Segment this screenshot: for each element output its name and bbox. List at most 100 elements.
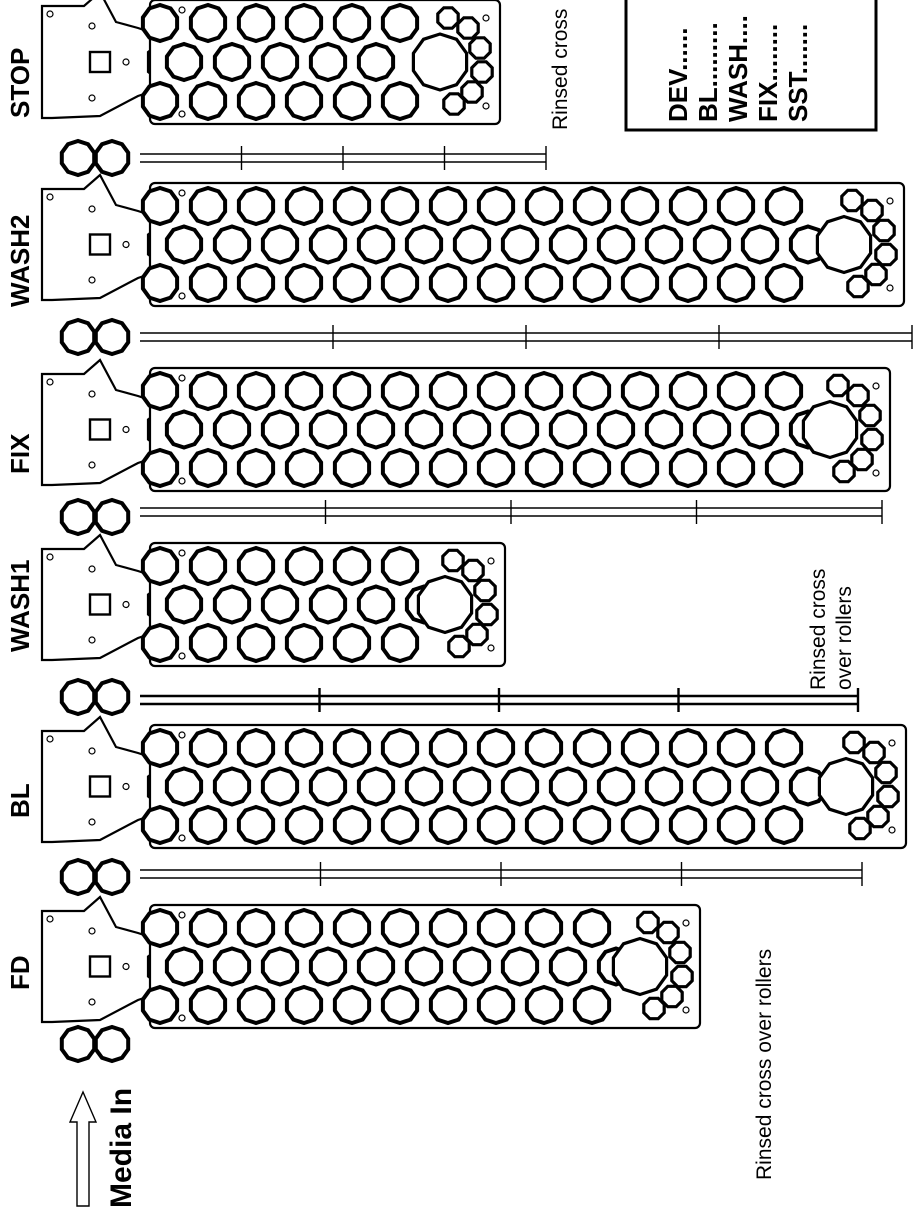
roller-hole (476, 727, 516, 769)
roller-hole (740, 766, 780, 807)
plate-hole (178, 374, 186, 382)
roller-hole (500, 224, 540, 265)
roller-hole (308, 41, 348, 83)
bracket-hole (122, 782, 130, 791)
rack-label-fix: FIX (5, 433, 35, 474)
roller-hole (572, 984, 612, 1026)
roller-hole (356, 409, 396, 450)
roller-hole (236, 447, 276, 489)
bracket-hole (88, 205, 96, 213)
drive-gear (611, 936, 669, 997)
roller-hole (692, 766, 732, 807)
bracket-hole (88, 998, 96, 1006)
roller-hole (548, 409, 588, 450)
rack-label-wash2: WASH2 (5, 215, 35, 307)
roller-hole (284, 262, 324, 304)
idler-gear (872, 218, 896, 243)
roller-hole (212, 409, 252, 450)
roller-hole (716, 804, 756, 846)
roller-hole (140, 80, 180, 122)
roller-hole (548, 766, 588, 807)
roller-hole (188, 80, 228, 122)
idler-gear (842, 730, 866, 755)
roller-hole (404, 224, 444, 265)
bracket-square (88, 775, 112, 798)
bracket-square (88, 418, 112, 441)
chemistry-legend: DEV...... BL......... WASH.... FIX......… (624, 0, 878, 132)
roller-hole (404, 946, 444, 987)
roller-hole (428, 907, 468, 949)
plate-hole (886, 284, 894, 292)
roller-hole (524, 727, 564, 769)
bracket-hole (88, 818, 96, 826)
roller-hole (332, 2, 372, 44)
roller-hole (620, 262, 660, 304)
idler-gear (460, 80, 484, 104)
crossover-roller (59, 317, 97, 357)
rack-label-wash1: WASH1 (5, 560, 35, 652)
roller-hole (188, 804, 228, 846)
roller-hole (236, 804, 276, 846)
plate-hole (178, 911, 186, 919)
roller-hole (260, 409, 300, 450)
roller-hole (572, 447, 612, 489)
roller-hole (284, 447, 324, 489)
plate-hole (178, 652, 186, 660)
idler-gear (858, 403, 882, 428)
roller-hole (476, 447, 516, 489)
roller-hole (620, 727, 660, 769)
roller-hole (188, 622, 228, 664)
rack-wash2 (40, 173, 913, 357)
rack-label-stop: STOP (5, 48, 35, 118)
bracket-hole (122, 240, 130, 249)
roller-hole (308, 766, 348, 807)
roller-hole (716, 370, 756, 412)
plate-hole (482, 14, 490, 22)
roller-hole (404, 766, 444, 807)
roller-hole (332, 984, 372, 1026)
plate-hole (487, 644, 495, 652)
idler-gear (468, 36, 492, 60)
roller-hole (284, 622, 324, 664)
rack-fd (40, 895, 702, 1064)
roller-hole (332, 447, 372, 489)
idler-gear (636, 910, 660, 935)
roller-hole (212, 946, 252, 987)
roller-hole (356, 766, 396, 807)
plate-hole (682, 1006, 690, 1014)
roller-hole (428, 447, 468, 489)
rack-stack (40, 0, 913, 1064)
bracket-hole (88, 927, 96, 935)
crossover-roller (93, 1024, 131, 1064)
idler-gear (876, 784, 900, 809)
roller-hole (164, 946, 204, 987)
idler-gear (670, 964, 694, 989)
legend-item-bl: BL......... (693, 22, 723, 122)
roller-hole (764, 370, 804, 412)
roller-hole (308, 584, 348, 625)
roller-hole (188, 185, 228, 227)
roller-hole (284, 804, 324, 846)
roller-hole (188, 907, 228, 949)
roller-hole (596, 409, 636, 450)
roller-hole (260, 766, 300, 807)
idler-gear (447, 634, 471, 659)
plate-hole (888, 826, 896, 834)
roller-hole (356, 41, 396, 83)
idler-gear (441, 548, 465, 573)
roller-hole (140, 804, 180, 846)
roller-hole (164, 409, 204, 450)
roller-hole (692, 409, 732, 450)
idler-gear (874, 760, 898, 785)
idler-gear (656, 920, 680, 945)
rack-wash1 (40, 533, 860, 717)
note-fd-rinse: Rinsed cross over rollers (753, 949, 776, 1180)
roller-hole (452, 946, 492, 987)
idler-gear (470, 60, 494, 84)
roller-hole (332, 262, 372, 304)
roller-hole (332, 804, 372, 846)
roller-hole (356, 224, 396, 265)
idler-gear (850, 447, 874, 472)
roller-hole (332, 80, 372, 122)
